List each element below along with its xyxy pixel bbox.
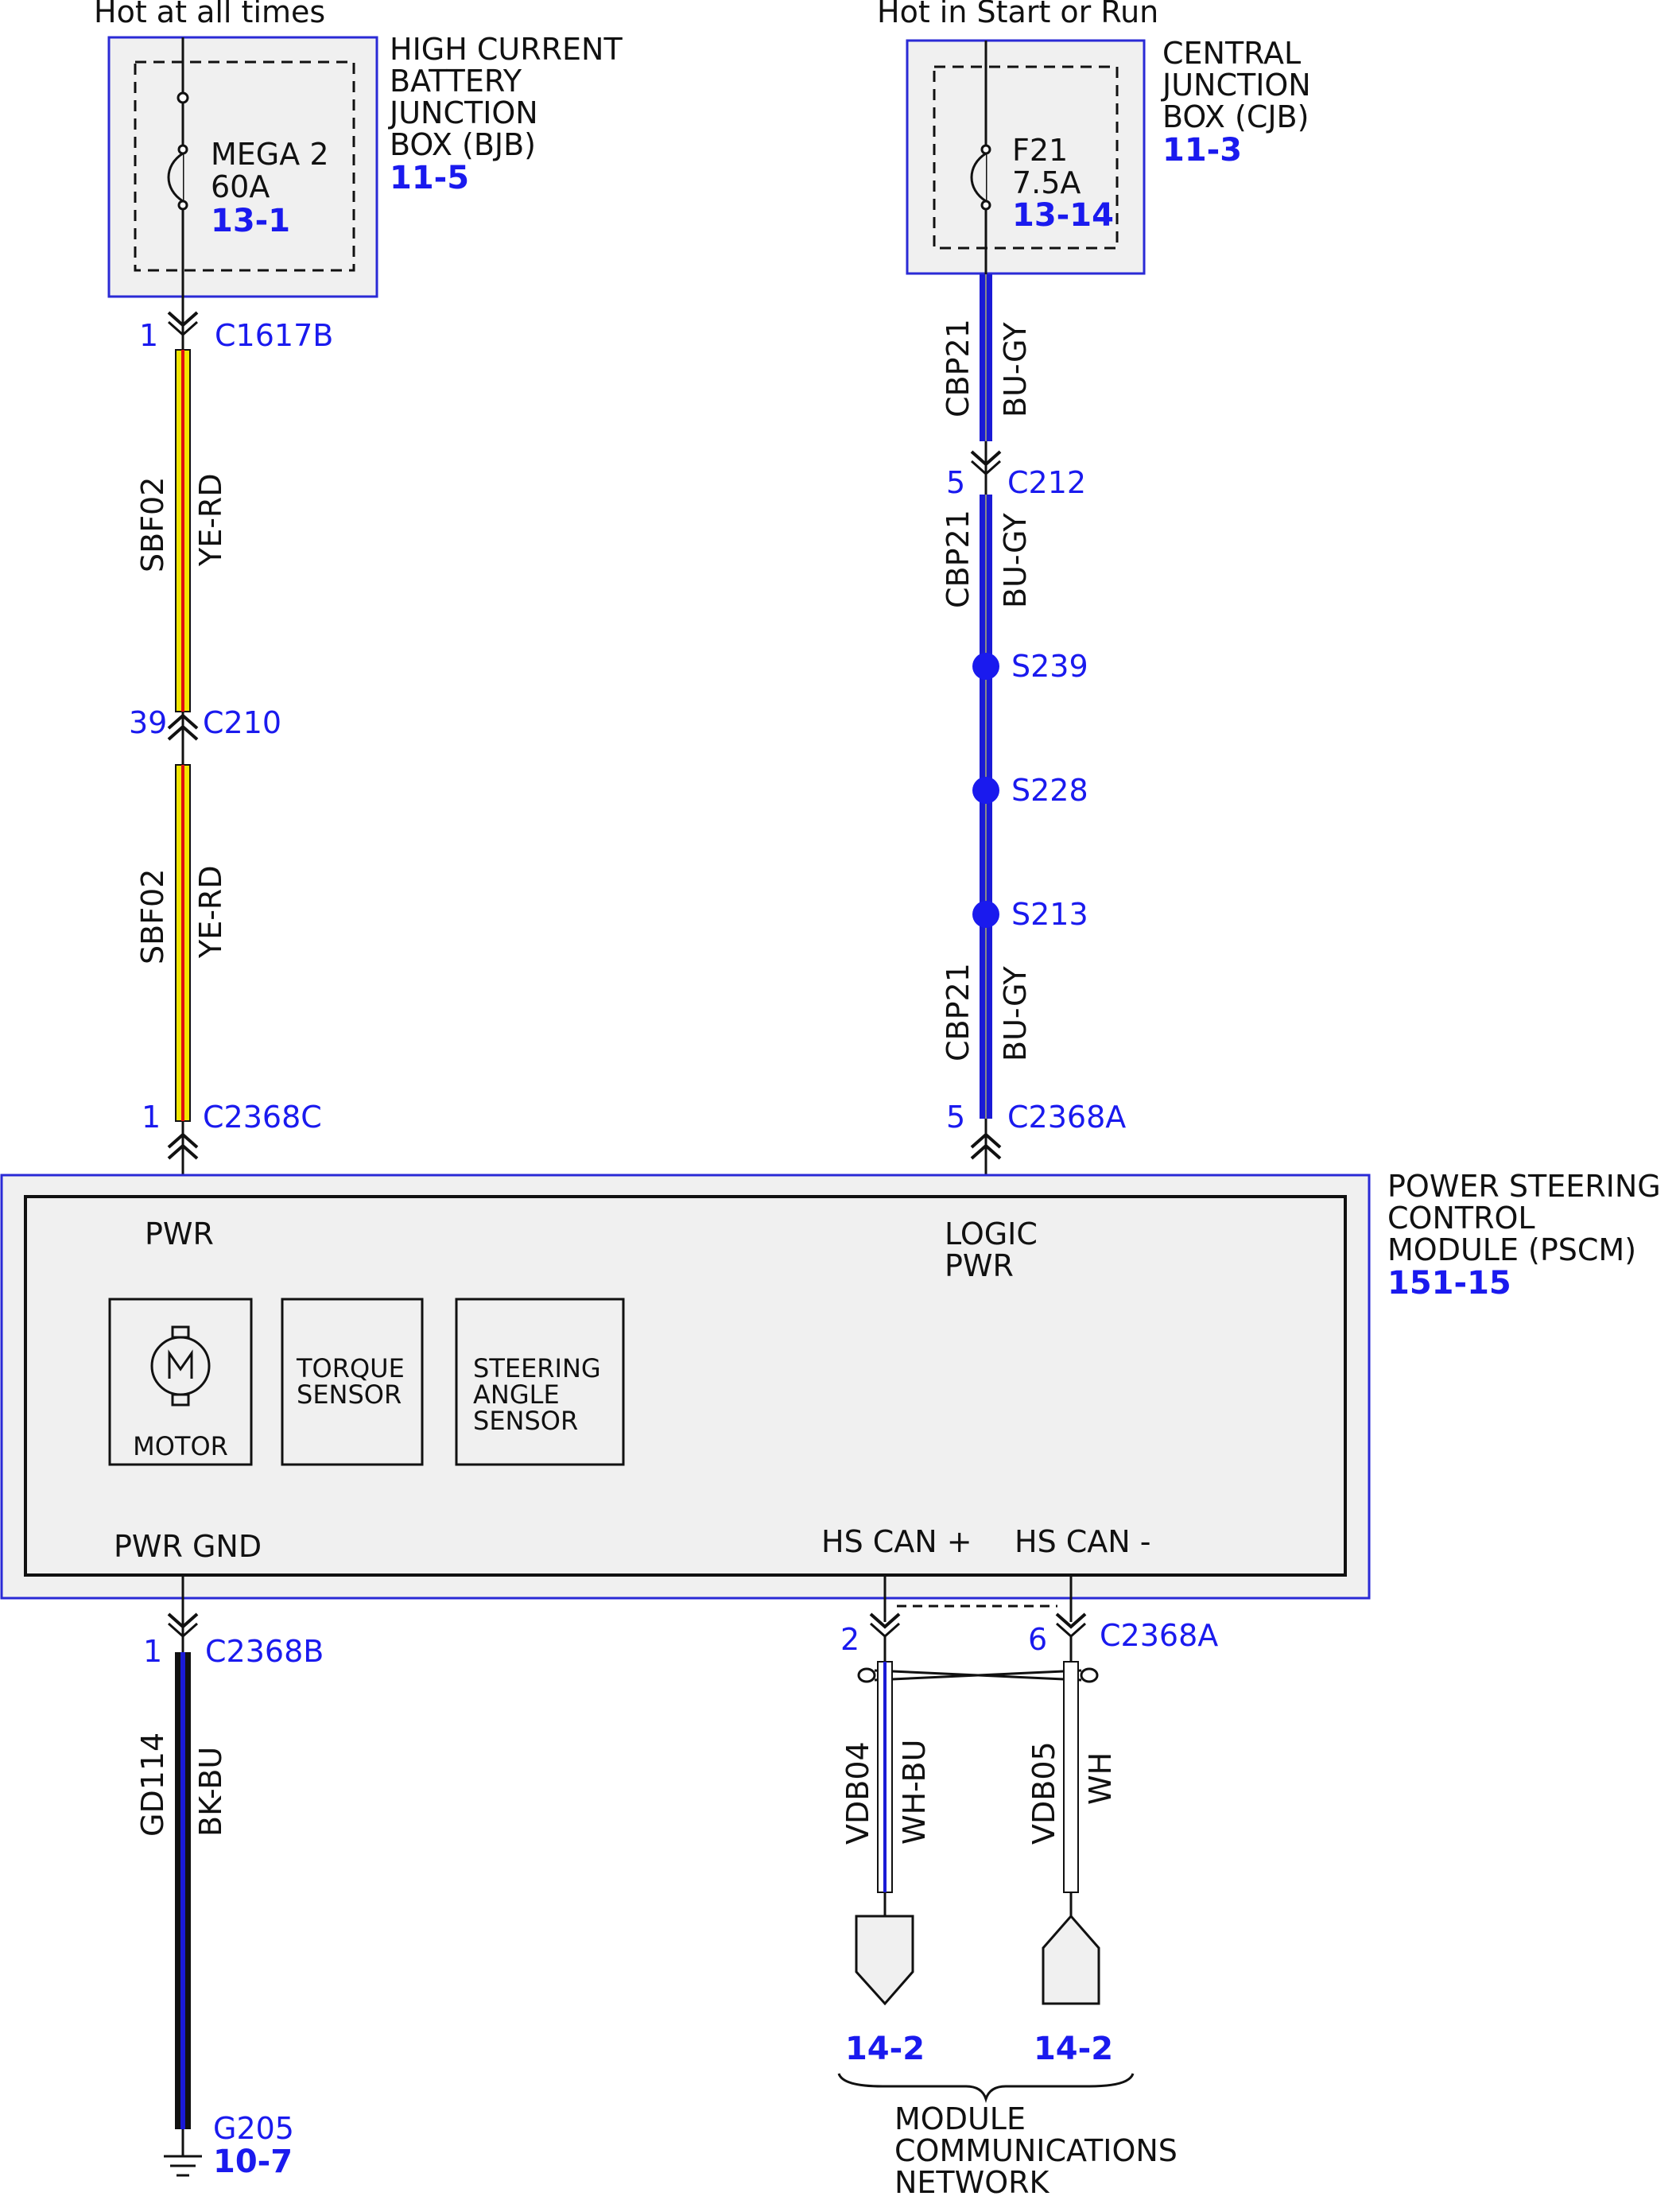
network-label-line-3: NETWORK	[894, 2165, 1050, 2196]
c2368c-pin: 1	[142, 1100, 161, 1135]
splice-s228-label[interactable]: S228	[1011, 773, 1088, 808]
sbf02-upper-circuit: SBF02	[135, 477, 170, 572]
bjb-fuse-ref[interactable]: 13-1	[211, 203, 290, 239]
bjb-title-line-2: BATTERY	[390, 64, 522, 99]
torque-sensor-line-2: SENSOR	[297, 1379, 402, 1410]
pscm-ref[interactable]: 151-15	[1387, 1265, 1511, 1302]
vdb04-color: WH-BU	[897, 1740, 932, 1845]
bjb-fuse-rating: 60A	[211, 169, 270, 204]
wire-vdb05	[1063, 1635, 1079, 1893]
c1617b-pin: 1	[139, 318, 158, 353]
gd114-circuit: GD114	[135, 1732, 170, 1837]
splice-s213-dot	[972, 901, 999, 928]
pscm-title-line-1: POWER STEERING	[1387, 1169, 1661, 1204]
pscm-hs-can-minus-label: HS CAN -	[1015, 1524, 1151, 1559]
steering-angle-sensor-line-2: ANGLE	[473, 1379, 560, 1410]
cjb-ref[interactable]: 11-3	[1162, 132, 1242, 169]
splice-s239-dot	[972, 653, 999, 680]
pscm-logic-pwr-line-1: LOGIC	[945, 1216, 1038, 1251]
c212-pin: 5	[946, 465, 965, 500]
wire-cbp21-upper	[980, 274, 992, 441]
splice-s213-label[interactable]: S213	[1011, 897, 1088, 932]
network-connector-in-icon	[1042, 1914, 1100, 2005]
wire-vdb04	[877, 1635, 893, 1893]
network-label-line-1: MODULE	[894, 2101, 1026, 2136]
can-minus-pin: 6	[1028, 1622, 1047, 1657]
ground-ref[interactable]: 10-7	[213, 2144, 293, 2180]
network-label-line-2: COMMUNICATIONS	[894, 2133, 1178, 2168]
cjb-fuse-rating: 7.5A	[1012, 165, 1081, 200]
vdb05-color: WH	[1083, 1752, 1118, 1805]
motor-icon	[150, 1336, 211, 1396]
wire-gd114	[175, 1652, 191, 2129]
c2368c-name[interactable]: C2368C	[203, 1100, 322, 1135]
power-source-hot-in-start-or-run: Hot in Start or Run	[877, 0, 1158, 29]
c210-pin: 39	[129, 705, 167, 740]
cjb-fuse-name: F21	[1012, 133, 1068, 168]
gd114-color: BK-BU	[193, 1747, 228, 1837]
vdb04-circuit: VDB04	[840, 1741, 875, 1845]
pscm-title-line-3: MODULE (PSCM)	[1387, 1232, 1636, 1267]
pscm-hs-can-plus-label: HS CAN +	[821, 1524, 972, 1559]
cbp21-middle-color: BU-GY	[998, 512, 1033, 608]
network-brace	[837, 2073, 1135, 2104]
cjb-title-line-1: CENTRAL	[1162, 36, 1301, 71]
cbp21-upper-color: BU-GY	[998, 321, 1033, 417]
bjb-ref[interactable]: 11-5	[390, 160, 469, 196]
pscm-logic-pwr-line-2: PWR	[945, 1248, 1014, 1283]
splice-s228-dot	[972, 777, 999, 804]
steering-angle-sensor-line-1: STEERING	[473, 1353, 601, 1383]
cjb-title-line-3: BOX (CJB)	[1162, 99, 1309, 134]
can-plus-pin: 2	[840, 1622, 859, 1657]
bjb-box	[107, 36, 378, 306]
ground-icon	[164, 2155, 202, 2177]
bjb-fuse-name: MEGA 2	[211, 137, 329, 172]
sbf02-lower-circuit: SBF02	[135, 869, 170, 964]
sbf02-lower-color: YE-RD	[193, 865, 228, 959]
cjb-title-line-2: JUNCTION	[1161, 68, 1311, 103]
pscm-module-box	[0, 1174, 1371, 1600]
network-ref-plus[interactable]: 14-2	[845, 2031, 925, 2067]
c210-name[interactable]: C210	[203, 705, 281, 740]
cjb-fuse-ref[interactable]: 13-14	[1012, 197, 1114, 234]
network-connector-out-icon	[855, 1915, 914, 2006]
bjb-title-line-1: HIGH CURRENT	[390, 32, 623, 67]
twisted-pair-marker	[857, 1667, 1099, 1683]
motor-label: MOTOR	[133, 1431, 228, 1461]
vdb05-circuit: VDB05	[1026, 1741, 1061, 1845]
fuse-icon	[167, 152, 184, 203]
power-source-hot-at-all-times: Hot at all times	[94, 0, 325, 29]
torque-sensor-box	[281, 1298, 424, 1466]
can-connector-name[interactable]: C2368A	[1100, 1618, 1218, 1653]
cbp21-lower-color: BU-GY	[998, 965, 1033, 1061]
c2368b-name[interactable]: C2368B	[205, 1634, 324, 1669]
pscm-title-line-2: CONTROL	[1387, 1201, 1535, 1236]
pscm-pwr-label: PWR	[145, 1216, 214, 1251]
steering-angle-sensor-box	[455, 1298, 625, 1466]
torque-sensor-line-1: TORQUE	[296, 1353, 405, 1383]
motor-box	[108, 1298, 253, 1466]
bjb-title-line-3: JUNCTION	[388, 95, 538, 130]
cbp21-lower-circuit: CBP21	[941, 963, 976, 1061]
bjb-title-line-4: BOX (BJB)	[390, 127, 536, 162]
c1617b-name[interactable]: C1617B	[215, 318, 333, 353]
network-ref-minus[interactable]: 14-2	[1034, 2031, 1113, 2067]
sbf02-upper-color: YE-RD	[193, 473, 228, 567]
c2368b-pin: 1	[143, 1634, 162, 1669]
wire-sbf02-lower	[175, 764, 191, 1122]
ground-name[interactable]: G205	[213, 2111, 294, 2146]
c2368a-top-name[interactable]: C2368A	[1007, 1100, 1126, 1135]
steering-angle-sensor-line-3: SENSOR	[473, 1406, 578, 1436]
cbp21-upper-circuit: CBP21	[941, 319, 976, 417]
pscm-pwr-gnd-label: PWR GND	[114, 1529, 262, 1564]
cjb-box	[906, 39, 1146, 275]
wire-sbf02-upper	[175, 349, 191, 712]
c2368a-top-pin: 5	[946, 1100, 965, 1135]
fuse-icon	[970, 152, 987, 203]
wire-cbp21-lower	[980, 495, 992, 1119]
c212-name[interactable]: C212	[1007, 465, 1086, 500]
splice-s239-label[interactable]: S239	[1011, 649, 1088, 684]
cbp21-middle-circuit: CBP21	[941, 510, 976, 608]
